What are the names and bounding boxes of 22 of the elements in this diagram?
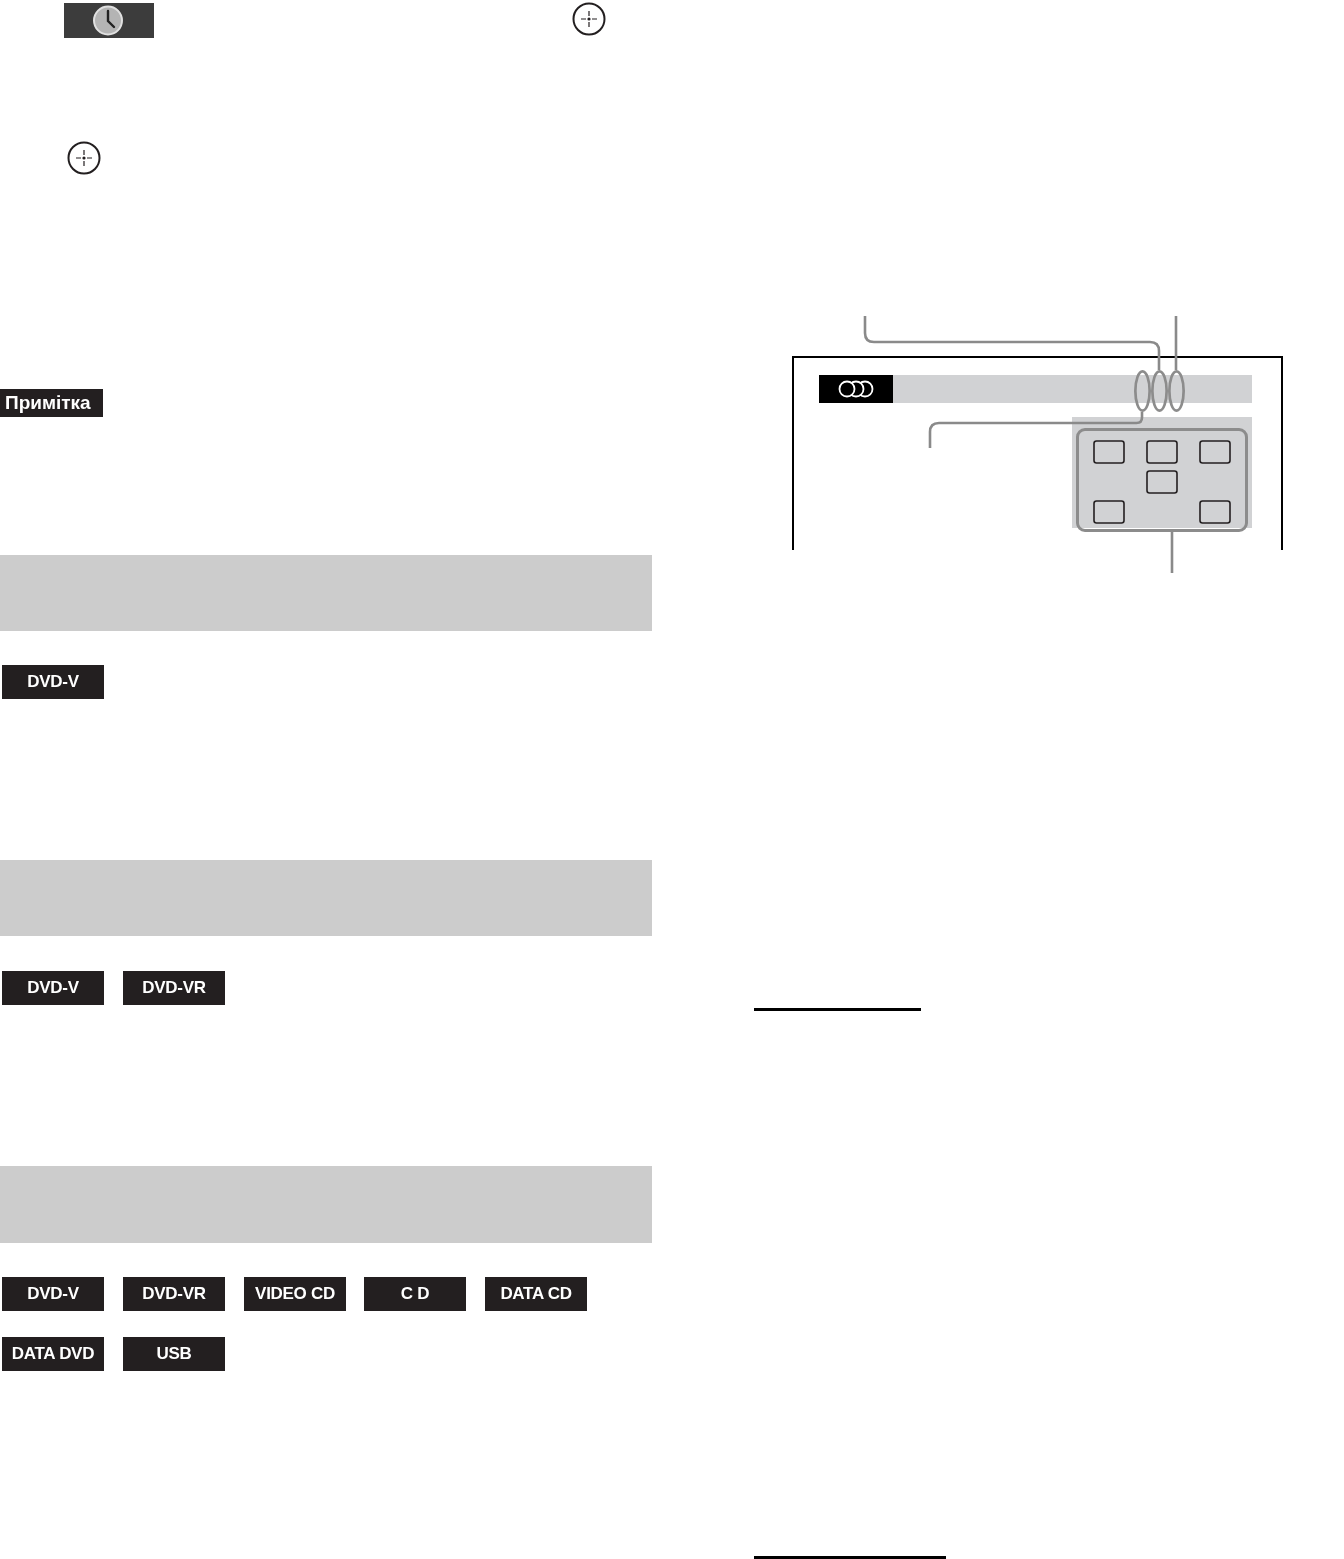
format-label: VIDEO CD — [244, 1277, 346, 1311]
leader-line — [1170, 532, 1174, 573]
highlight-oval — [1168, 370, 1185, 412]
format-label: DVD-V — [2, 1277, 104, 1311]
format-label: C D — [364, 1277, 466, 1311]
format-label: DVD-VR — [123, 971, 225, 1005]
heading-band — [0, 860, 652, 936]
leader-line — [1174, 316, 1178, 370]
format-label: DVD-VR — [123, 1277, 225, 1311]
format-label: USB — [123, 1337, 225, 1371]
format-label: DATA CD — [485, 1277, 587, 1311]
highlight-oval — [1151, 370, 1168, 412]
heading-band — [0, 1166, 652, 1243]
highlight-frame — [1076, 428, 1248, 532]
leader-line — [928, 412, 1144, 448]
format-label: DVD-V — [2, 971, 104, 1005]
heading-band — [0, 555, 652, 631]
leader-line — [863, 316, 1161, 370]
note-label: Примітка — [0, 389, 103, 417]
format-label: DATA DVD — [2, 1337, 104, 1371]
format-label: DVD-V — [2, 665, 104, 699]
highlight-oval — [1134, 370, 1151, 412]
